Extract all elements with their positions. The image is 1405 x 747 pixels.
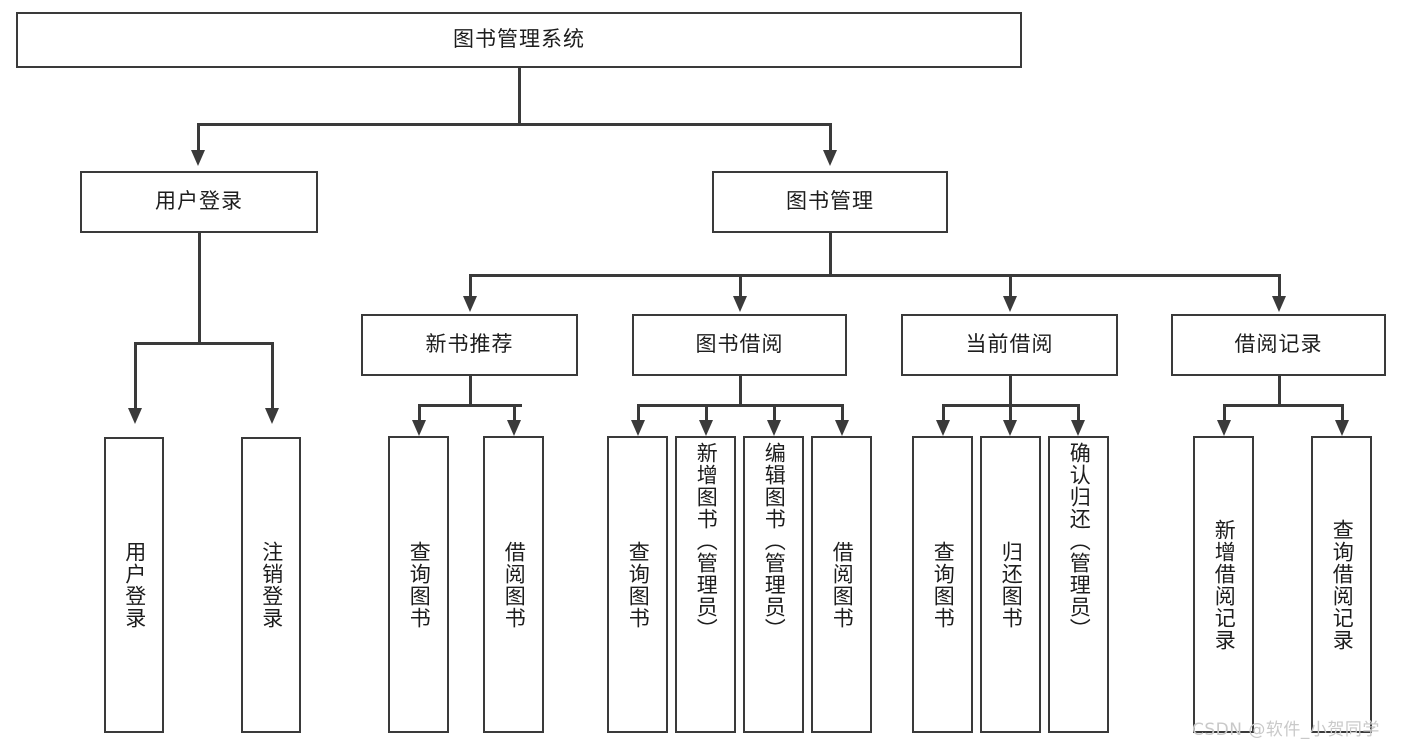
arrow-user-login-to-login [128,408,142,424]
edge-root-to-book-manage [829,123,832,153]
edge-current-to-query [942,404,945,423]
edge-root-stem [518,68,521,124]
edge-recommend-to-borrow [513,404,516,423]
edge-user-login-to-login [134,342,137,410]
edge-borrow-to-edit [773,404,776,423]
edge-root-to-user-login [197,123,200,153]
edge-record-to-query [1341,404,1344,423]
edge-book-manage-stem [829,233,832,276]
edge-borrow-to-query [637,404,640,423]
csdn-watermark: CSDN @软件_小贺同学 [1192,720,1380,740]
arrow-book-manage-to-recommend [463,296,477,312]
leaf-user-login[interactable]: 用户登录 [104,437,164,733]
edge-record-to-add [1223,404,1226,423]
leaf-record-add-record[interactable]: 新增借阅记录 [1193,436,1254,733]
arrow-borrow-to-query [631,420,645,436]
arrow-record-to-add [1217,420,1231,436]
arrow-borrow-to-add [699,420,713,436]
arrow-borrow-to-edit [767,420,781,436]
leaf-borrow-add-book-admin[interactable]: 新增图书（管理员） [675,436,736,733]
leaf-borrow-edit-book-admin[interactable]: 编辑图书（管理员） [743,436,804,733]
arrow-record-to-query [1335,420,1349,436]
node-new-book-recommend[interactable]: 新书推荐 [361,314,578,376]
arrow-recommend-to-borrow [507,420,521,436]
arrow-recommend-to-query [412,420,426,436]
node-book-borrow[interactable]: 图书借阅 [632,314,847,376]
leaf-recommend-borrow-book[interactable]: 借阅图书 [483,436,544,733]
edge-recommend-bus [418,404,522,407]
edge-borrow-bus [637,404,843,407]
arrow-current-to-query [936,420,950,436]
edge-recommend-stem [469,376,472,406]
arrow-current-to-return [1003,420,1017,436]
leaf-current-query-book[interactable]: 查询图书 [912,436,973,733]
edge-recommend-to-query [418,404,421,423]
edge-current-to-return [1009,404,1012,423]
leaf-borrow-query-book[interactable]: 查询图书 [607,436,668,733]
edge-user-login-bus [134,342,273,345]
arrow-user-login-to-logout [265,408,279,424]
edge-root-bus [197,123,831,126]
edge-current-to-confirm [1077,404,1080,423]
edge-book-manage-to-borrow [739,274,742,299]
arrow-book-manage-to-borrow [733,296,747,312]
edge-book-manage-to-record [1278,274,1281,299]
edge-borrow-to-lend [841,404,844,423]
edge-borrow-to-add [705,404,708,423]
edge-book-manage-bus [469,274,1280,277]
leaf-logout-login[interactable]: 注销登录 [241,437,301,733]
node-book-manage[interactable]: 图书管理 [712,171,948,233]
node-current-borrow[interactable]: 当前借阅 [901,314,1118,376]
arrow-book-manage-to-current [1003,296,1017,312]
edge-book-manage-to-recommend [469,274,472,299]
edge-user-login-stem [198,233,201,344]
arrow-book-manage-to-record [1272,296,1286,312]
leaf-borrow-lend-book[interactable]: 借阅图书 [811,436,872,733]
node-user-login[interactable]: 用户登录 [80,171,318,233]
edge-record-bus [1223,404,1343,407]
edge-borrow-stem [739,376,742,406]
arrow-root-to-user-login [191,150,205,166]
edge-current-stem [1009,376,1012,406]
node-borrow-record[interactable]: 借阅记录 [1171,314,1386,376]
arrow-borrow-to-lend [835,420,849,436]
arrow-root-to-book-manage [823,150,837,166]
leaf-current-return-book[interactable]: 归还图书 [980,436,1041,733]
leaf-recommend-query-book[interactable]: 查询图书 [388,436,449,733]
edge-user-login-to-logout [271,342,274,410]
node-root-system[interactable]: 图书管理系统 [16,12,1022,68]
arrow-current-to-confirm [1071,420,1085,436]
edge-book-manage-to-current [1009,274,1012,299]
edge-record-stem [1278,376,1281,406]
leaf-record-query-record[interactable]: 查询借阅记录 [1311,436,1372,733]
leaf-current-confirm-return-admin[interactable]: 确认归还（管理员） [1048,436,1109,733]
